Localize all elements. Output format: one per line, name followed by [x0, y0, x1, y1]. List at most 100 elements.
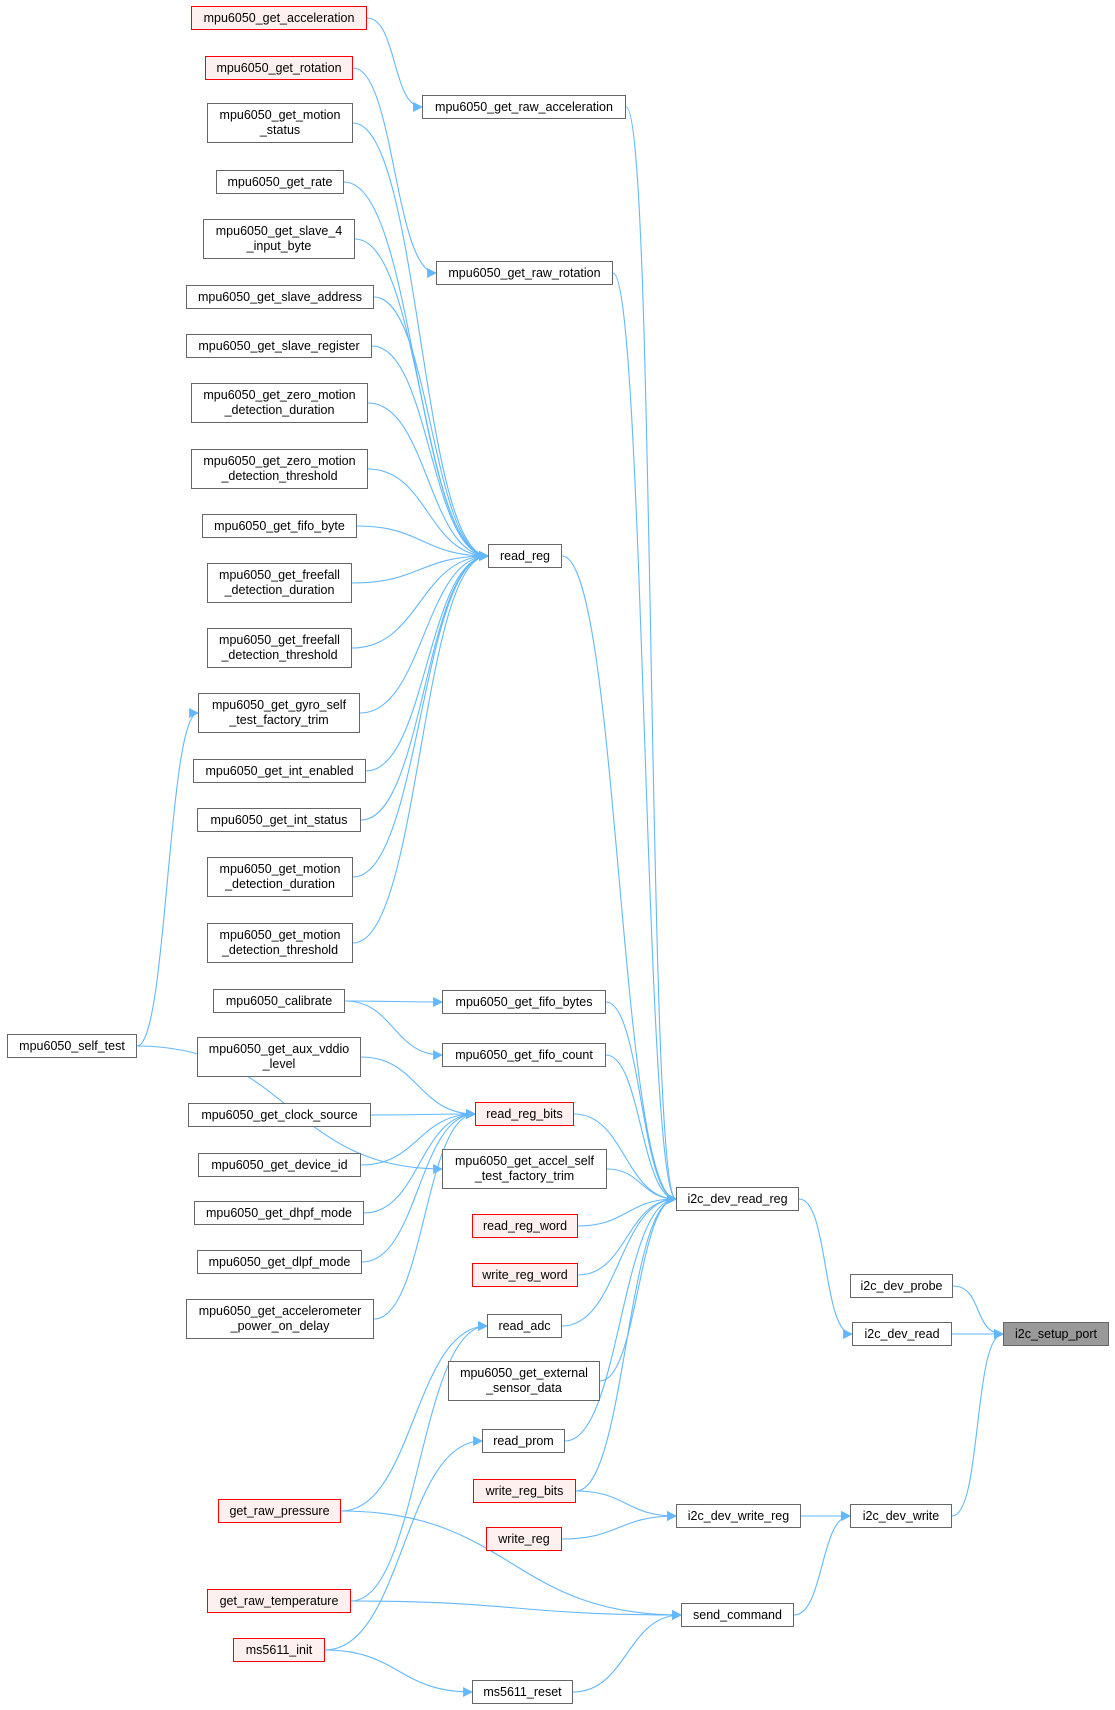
node-mpu6050-get-fifo-bytes[interactable]: mpu6050_get_fifo_bytes: [442, 990, 606, 1014]
node-mpu6050-get-clock-source[interactable]: mpu6050_get_clock_source: [188, 1103, 371, 1127]
node-mpu6050-get-aux-vddio-level[interactable]: mpu6050_get_aux_vddio_level: [197, 1037, 361, 1077]
node-label: i2c_dev_write: [862, 1508, 940, 1523]
node-mpu6050-get-rotation[interactable]: mpu6050_get_rotation: [205, 56, 353, 80]
call-edge: [564, 1194, 677, 1442]
node-i2c-dev-write[interactable]: i2c_dev_write: [850, 1504, 952, 1528]
node-read-reg-bits[interactable]: read_reg_bits: [475, 1102, 574, 1126]
node-read-adc[interactable]: read_adc: [487, 1314, 562, 1338]
node-get-raw-pressure[interactable]: get_raw_pressure: [218, 1499, 341, 1523]
node-mpu6050-get-motion-detection-threshold[interactable]: mpu6050_get_motion_detection_threshold: [207, 923, 353, 963]
node-mpu6050-get-rate[interactable]: mpu6050_get_rate: [216, 170, 344, 194]
node-mpu6050-self-test[interactable]: mpu6050_self_test: [7, 1034, 137, 1058]
call-edge: [605, 1054, 677, 1204]
node-i2c-dev-read-reg[interactable]: i2c_dev_read_reg: [676, 1187, 799, 1211]
node-mpu6050-get-zero-motion-detection-duration[interactable]: mpu6050_get_zero_motion_detection_durati…: [191, 383, 368, 423]
call-edge: [572, 1610, 682, 1693]
node-read-reg[interactable]: read_reg: [488, 544, 562, 568]
node-mpu6050-get-raw-acceleration[interactable]: mpu6050_get_raw_acceleration: [422, 95, 626, 119]
node-mpu6050-get-gyro-self-test-factory-trim[interactable]: mpu6050_get_gyro_self_test_factory_trim: [198, 693, 360, 733]
node-mpu6050-get-external-sensor-data[interactable]: mpu6050_get_external_sensor_data: [448, 1361, 600, 1401]
node-label: mpu6050_get_gyro_self: [211, 698, 347, 712]
node-label: mpu6050_get_acceleration: [203, 10, 355, 25]
node-label: mpu6050_get_rotation: [216, 60, 342, 75]
node-mpu6050-get-fifo-count[interactable]: mpu6050_get_fifo_count: [442, 1043, 606, 1067]
call-edge: [359, 551, 489, 714]
node-label: _detection_duration: [224, 403, 335, 417]
node-label: _status: [259, 123, 301, 137]
node-mpu6050-get-accelerometer-power-on-delay[interactable]: mpu6050_get_accelerometer_power_on_delay: [186, 1299, 374, 1339]
node-mpu6050-get-freefall-detection-threshold[interactable]: mpu6050_get_freefall_detection_threshold: [207, 628, 352, 668]
node-ms5611-reset[interactable]: ms5611_reset: [472, 1680, 573, 1704]
node-mpu6050-get-int-enabled[interactable]: mpu6050_get_int_enabled: [193, 759, 366, 783]
node-i2c-dev-probe[interactable]: i2c_dev_probe: [850, 1274, 953, 1298]
node-label: mpu6050_get_external: [460, 1366, 588, 1380]
node-mpu6050-get-fifo-byte[interactable]: mpu6050_get_fifo_byte: [202, 514, 357, 538]
node-ms5611-init[interactable]: ms5611_init: [233, 1638, 325, 1662]
node-mpu6050-get-motion-status[interactable]: mpu6050_get_motion_status: [207, 103, 353, 143]
node-label: mpu6050_get_fifo_count: [455, 1047, 593, 1062]
call-edge: [363, 1109, 476, 1214]
node-label: get_raw_temperature: [219, 1593, 339, 1608]
node-label: write_reg: [498, 1531, 550, 1546]
node-mpu6050-get-acceleration[interactable]: mpu6050_get_acceleration: [191, 6, 367, 30]
node-get-raw-temperature[interactable]: get_raw_temperature: [207, 1589, 351, 1613]
call-edge: [324, 1649, 473, 1697]
node-write-reg-word[interactable]: write_reg_word: [472, 1263, 578, 1287]
node-mpu6050-get-accel-self-test-factory-trim[interactable]: mpu6050_get_accel_self_test_factory_trim: [442, 1149, 607, 1189]
call-edge: [367, 402, 489, 561]
node-label: read_reg: [499, 548, 551, 563]
call-edge: [952, 1285, 1004, 1339]
call-edge: [352, 122, 489, 561]
call-edge: [951, 1329, 1004, 1517]
node-label: _detection_duration: [224, 583, 335, 597]
node-label: mpu6050_get_slave_register: [198, 338, 360, 353]
node-label: mpu6050_get_accel_self: [455, 1154, 594, 1168]
node-mpu6050-get-slave-4-input-byte[interactable]: mpu6050_get_slave_4_input_byte: [203, 219, 355, 259]
node-label: _detection_threshold: [221, 943, 339, 957]
node-read-reg-word[interactable]: read_reg_word: [472, 1214, 578, 1238]
node-label: mpu6050_get_freefall: [219, 568, 340, 582]
call-edge: [350, 1321, 488, 1602]
node-label: mpu6050_get_motion: [219, 108, 341, 122]
node-label: mpu6050_get_dhpf_mode: [206, 1205, 352, 1220]
node-label: i2c_dev_read_reg: [687, 1191, 788, 1206]
node-write-reg[interactable]: write_reg: [486, 1527, 562, 1551]
node-label: read_reg_word: [482, 1218, 568, 1233]
node-label: i2c_dev_read: [864, 1326, 940, 1341]
node-i2c-dev-write-reg[interactable]: i2c_dev_write_reg: [676, 1504, 801, 1528]
call-edge: [798, 1198, 853, 1339]
node-mpu6050-get-device-id[interactable]: mpu6050_get_device_id: [198, 1153, 361, 1177]
node-write-reg-bits[interactable]: write_reg_bits: [473, 1479, 576, 1503]
node-read-prom[interactable]: read_prom: [482, 1429, 565, 1453]
node-mpu6050-calibrate[interactable]: mpu6050_calibrate: [213, 989, 345, 1013]
call-edge: [365, 551, 489, 772]
call-edge: [344, 1000, 443, 1060]
node-label: mpu6050_get_raw_rotation: [448, 265, 601, 280]
node-label: mpu6050_get_dlpf_mode: [208, 1254, 351, 1269]
node-send-command[interactable]: send_command: [681, 1603, 794, 1627]
node-label: mpu6050_get_device_id: [211, 1157, 348, 1172]
call-edge: [352, 551, 489, 944]
call-edge: [340, 1510, 682, 1620]
call-edge: [599, 1194, 677, 1382]
call-edge: [361, 1109, 476, 1263]
node-mpu6050-get-slave-address[interactable]: mpu6050_get_slave_address: [186, 285, 374, 309]
node-mpu6050-get-int-status[interactable]: mpu6050_get_int_status: [197, 808, 361, 832]
call-edge: [354, 238, 489, 561]
call-edge: [606, 1168, 677, 1204]
call-edge: [136, 708, 199, 1047]
node-mpu6050-get-raw-rotation[interactable]: mpu6050_get_raw_rotation: [436, 261, 613, 285]
node-label: _power_on_delay: [230, 1319, 330, 1333]
node-i2c-dev-read[interactable]: i2c_dev_read: [852, 1322, 952, 1346]
node-mpu6050-get-motion-detection-duration[interactable]: mpu6050_get_motion_detection_duration: [207, 857, 353, 897]
call-edge: [625, 106, 677, 1204]
node-mpu6050-get-freefall-detection-duration[interactable]: mpu6050_get_freefall_detection_duration: [207, 563, 352, 603]
call-edge: [360, 1056, 476, 1119]
node-mpu6050-get-zero-motion-detection-threshold[interactable]: mpu6050_get_zero_motion_detection_thresh…: [191, 449, 368, 489]
node-mpu6050-get-slave-register[interactable]: mpu6050_get_slave_register: [186, 334, 372, 358]
call-edge: [351, 551, 489, 584]
node-mpu6050-get-dlpf-mode[interactable]: mpu6050_get_dlpf_mode: [197, 1250, 362, 1274]
node-mpu6050-get-dhpf-mode[interactable]: mpu6050_get_dhpf_mode: [194, 1201, 364, 1225]
